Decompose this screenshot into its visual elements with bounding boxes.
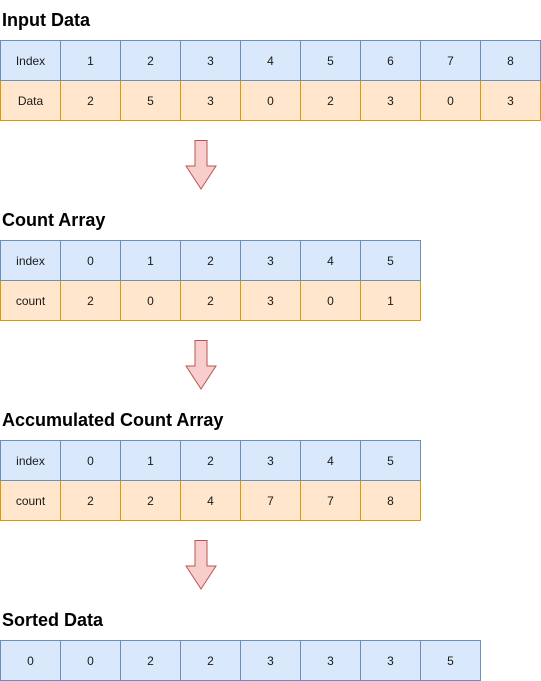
count-array-title: Count Array [2, 210, 106, 230]
sorted-data-title: Sorted Data [2, 610, 104, 630]
input-index-cell: 7 [420, 40, 481, 81]
input-index-cell: 1 [60, 40, 121, 81]
accumulated-count-title: Accumulated Count Array [2, 410, 224, 430]
count-value-cell: 1 [360, 280, 421, 321]
count-array-table: index 0 1 2 3 4 5 count 2 0 2 3 0 1 [0, 240, 421, 321]
sorted-data-cell: 3 [240, 640, 301, 681]
input-index-cell: 5 [300, 40, 361, 81]
accumulated-index-cell: 2 [180, 440, 241, 481]
input-index-cell: 4 [240, 40, 301, 81]
count-index-cell: 2 [180, 240, 241, 281]
sorted-data-cell: 0 [0, 640, 61, 681]
down-arrow-icon [185, 540, 217, 590]
count-index-cell: 0 [60, 240, 121, 281]
accumulated-index-cell: 4 [300, 440, 361, 481]
accumulated-index-cell: 5 [360, 440, 421, 481]
input-data-cell: 2 [300, 80, 361, 121]
accumulated-value-cell: 2 [60, 480, 121, 521]
sorted-data-cell: 0 [60, 640, 121, 681]
accumulated-value-header: count [0, 480, 61, 521]
sorted-data-cell: 3 [360, 640, 421, 681]
count-value-header: count [0, 280, 61, 321]
sorted-data-cell: 3 [300, 640, 361, 681]
count-index-cell: 3 [240, 240, 301, 281]
down-arrow-icon [185, 140, 217, 190]
input-data-row: Data 2 5 3 0 2 3 0 3 [0, 80, 541, 121]
accumulated-index-cell: 0 [60, 440, 121, 481]
input-data-cell: 3 [180, 80, 241, 121]
accumulated-value-cell: 2 [120, 480, 181, 521]
input-data-cell: 5 [120, 80, 181, 121]
input-data-cell: 0 [420, 80, 481, 121]
input-data-cell: 0 [240, 80, 301, 121]
count-index-header: index [0, 240, 61, 281]
input-data-header: Data [0, 80, 61, 121]
count-value-cell: 2 [180, 280, 241, 321]
count-index-cell: 4 [300, 240, 361, 281]
count-value-cell: 0 [300, 280, 361, 321]
sorted-data-table: 0 0 2 2 3 3 3 5 [0, 640, 481, 681]
accumulated-value-row: count 2 2 4 7 7 8 [0, 480, 421, 521]
count-index-cell: 5 [360, 240, 421, 281]
sorted-data-cell: 5 [420, 640, 481, 681]
input-data-cell: 3 [480, 80, 541, 121]
input-index-row: Index 1 2 3 4 5 6 7 8 [0, 40, 541, 81]
count-value-row: count 2 0 2 3 0 1 [0, 280, 421, 321]
accumulated-value-cell: 7 [300, 480, 361, 521]
accumulated-index-row: index 0 1 2 3 4 5 [0, 440, 421, 481]
input-data-title: Input Data [2, 10, 90, 30]
count-value-cell: 2 [60, 280, 121, 321]
accumulated-count-table: index 0 1 2 3 4 5 count 2 2 4 7 7 8 [0, 440, 421, 521]
input-index-cell: 8 [480, 40, 541, 81]
accumulated-index-cell: 3 [240, 440, 301, 481]
input-data-cell: 2 [60, 80, 121, 121]
accumulated-value-cell: 8 [360, 480, 421, 521]
accumulated-value-cell: 7 [240, 480, 301, 521]
input-data-table: Index 1 2 3 4 5 6 7 8 Data 2 5 3 0 2 3 0… [0, 40, 541, 121]
count-value-cell: 3 [240, 280, 301, 321]
input-index-header: Index [0, 40, 61, 81]
down-arrow-icon [185, 340, 217, 390]
sorted-data-cell: 2 [180, 640, 241, 681]
accumulated-index-header: index [0, 440, 61, 481]
accumulated-index-cell: 1 [120, 440, 181, 481]
count-index-cell: 1 [120, 240, 181, 281]
input-data-cell: 3 [360, 80, 421, 121]
input-index-cell: 3 [180, 40, 241, 81]
count-value-cell: 0 [120, 280, 181, 321]
count-index-row: index 0 1 2 3 4 5 [0, 240, 421, 281]
accumulated-value-cell: 4 [180, 480, 241, 521]
input-index-cell: 6 [360, 40, 421, 81]
input-index-cell: 2 [120, 40, 181, 81]
sorted-data-cell: 2 [120, 640, 181, 681]
sorted-data-row: 0 0 2 2 3 3 3 5 [0, 640, 481, 681]
